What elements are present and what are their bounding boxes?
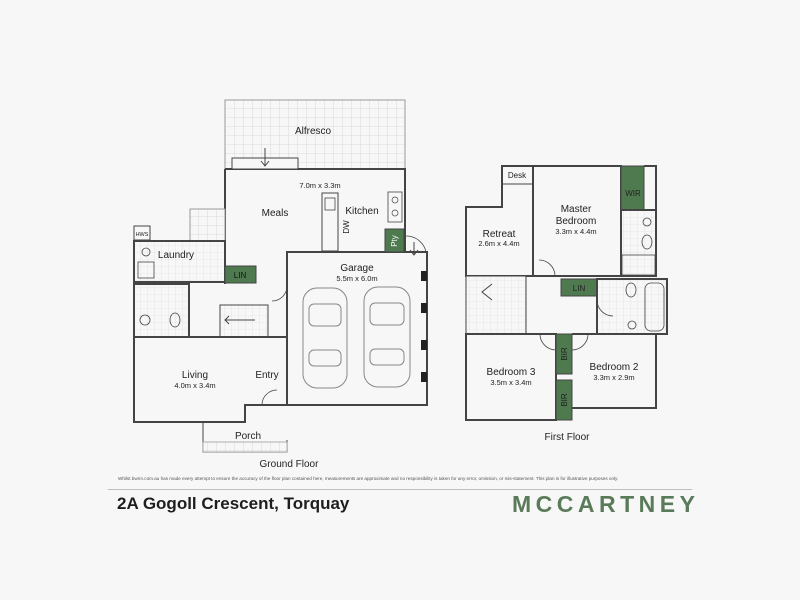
- wir-label: WIR: [625, 189, 641, 198]
- stairs-arrow: [224, 315, 255, 325]
- cooktop-burner: [391, 209, 399, 217]
- alfresco-label: Alfresco: [295, 126, 332, 137]
- laundry-tap: [141, 247, 151, 257]
- garage-room: [286, 251, 428, 406]
- dw-label: DW: [342, 220, 351, 234]
- living-dims: 4.0m x 3.4m: [174, 381, 215, 390]
- lin-first-label: LIN: [573, 284, 586, 293]
- porch-step: [202, 441, 288, 453]
- basin: [139, 314, 151, 326]
- bedroom2-dims: 3.3m x 2.9m: [593, 373, 634, 382]
- pantry-label: Pty: [390, 235, 399, 247]
- property-address: 2A Gogoll Crescent, Torquay: [117, 494, 350, 513]
- disclaimer-text: Whilst bwrm.com.au has made every attemp…: [118, 476, 619, 481]
- meals-dims: 7.0m x 3.3m: [299, 181, 340, 190]
- cooktop: [387, 191, 403, 223]
- laundry-room: [133, 240, 226, 283]
- lin-cupboard-ground: [224, 265, 257, 284]
- porch-label: Porch: [235, 431, 261, 442]
- stairs-arrow: [481, 283, 493, 301]
- retreat-label: Retreat: [483, 229, 516, 240]
- meals-label: Meals: [262, 208, 289, 219]
- master-dims: 3.3m x 4.4m: [555, 227, 596, 236]
- laundry-outdoor: [189, 208, 226, 244]
- bir-bottom-label: BIR: [560, 393, 569, 407]
- ground-floor: [133, 99, 428, 453]
- door-swing: [596, 299, 614, 317]
- cooktop-burner: [391, 196, 399, 204]
- bath-basin: [627, 320, 637, 330]
- desk-label: Desk: [508, 171, 527, 180]
- laundry-tub: [137, 261, 155, 279]
- garage-post: [421, 303, 427, 313]
- door-swing: [538, 259, 556, 277]
- stairs-ground: [219, 304, 269, 338]
- wc: [169, 312, 181, 328]
- ensuite: [620, 209, 657, 277]
- side-door-arrow: [409, 242, 419, 256]
- garage-dims: 5.5m x 6.0m: [336, 274, 377, 283]
- retreat-dims: 2.6m x 4.4m: [478, 239, 519, 248]
- master-right-wall: [644, 165, 657, 276]
- bath-wc: [625, 282, 637, 298]
- door-swing: [271, 285, 288, 302]
- garage-post: [421, 340, 427, 350]
- retreat-walls: [465, 165, 534, 277]
- door-arrow: [260, 148, 270, 167]
- master-label-line1: Master: [561, 204, 592, 215]
- living-label: Living: [182, 370, 208, 381]
- ground-floor-label: Ground Floor: [260, 459, 320, 470]
- ground-bathroom: [133, 283, 190, 338]
- first-floor: [465, 165, 668, 421]
- ensuite-basin: [642, 217, 652, 227]
- car-icon: [363, 286, 411, 388]
- bir-top-label: BIR: [560, 347, 569, 361]
- kitchen-bench: [321, 192, 339, 252]
- master-label-line2: Bedroom: [556, 216, 597, 227]
- footer-divider: [108, 489, 692, 490]
- wir-cupboard: [620, 165, 645, 211]
- garage-post: [421, 372, 427, 382]
- pantry-cupboard: [384, 228, 405, 253]
- car-icon: [302, 287, 348, 389]
- door-swing: [405, 235, 427, 253]
- ensuite-wc: [641, 234, 653, 250]
- first-floor-label: First Floor: [545, 432, 591, 443]
- garage-label: Garage: [340, 263, 374, 274]
- lin-ground-label: LIN: [234, 271, 247, 280]
- bir-top-cupboard: [555, 333, 573, 375]
- kitchen-sink: [324, 197, 336, 211]
- bedroom3-dims: 3.5m x 3.4m: [490, 378, 531, 387]
- door-swing: [539, 333, 557, 351]
- entry-door-swing: [261, 389, 278, 406]
- hws-label: HWS: [136, 232, 149, 238]
- kitchen-label: Kitchen: [345, 206, 378, 217]
- bedroom2-walls: [572, 333, 657, 409]
- bedroom3-label: Bedroom 3: [487, 367, 536, 378]
- door-swing: [571, 333, 589, 351]
- bedroom2-label: Bedroom 2: [590, 362, 639, 373]
- bir-bottom-cupboard: [555, 379, 573, 421]
- laundry-label: Laundry: [158, 250, 194, 261]
- bath-tub: [644, 282, 665, 332]
- entry-label: Entry: [255, 370, 278, 381]
- stairs-first: [465, 275, 527, 335]
- first-bathroom: [596, 278, 668, 335]
- brand-logo: MCCARTNEY: [512, 491, 700, 517]
- garage-post: [421, 271, 427, 281]
